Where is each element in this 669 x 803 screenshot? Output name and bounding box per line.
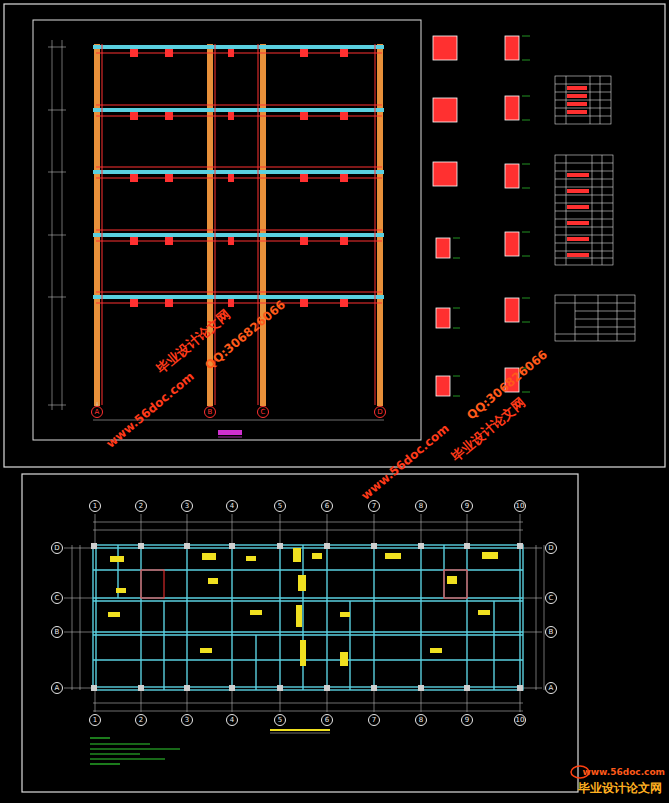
axis-number: 4	[230, 503, 234, 510]
axis-bubble: 2	[135, 714, 147, 726]
axis-bubble: 7	[368, 500, 380, 512]
axis-number: B	[549, 629, 554, 636]
axis-number: D	[377, 409, 382, 416]
axis-bubble: D	[374, 406, 386, 418]
axis-number: 8	[419, 503, 423, 510]
axis-bubble: C	[545, 592, 557, 604]
axis-bubble: B	[51, 626, 63, 638]
axis-number: 8	[419, 717, 423, 724]
axis-bubble: 10	[514, 714, 526, 726]
axis-bubble: 5	[274, 714, 286, 726]
axis-bubble: 4	[226, 500, 238, 512]
axis-bubble: 4	[226, 714, 238, 726]
axis-number: C	[261, 409, 266, 416]
axis-bubble: B	[545, 626, 557, 638]
axis-number: A	[549, 685, 554, 692]
axis-bubble: A	[545, 682, 557, 694]
axis-bubble: 3	[181, 500, 193, 512]
axis-number: A	[55, 685, 60, 692]
axis-bubble: 10	[514, 500, 526, 512]
axis-number: 9	[465, 503, 469, 510]
axis-bubble: C	[51, 592, 63, 604]
axis-bubble: 7	[368, 714, 380, 726]
axis-number: 9	[465, 717, 469, 724]
axis-number: 10	[516, 717, 525, 724]
axis-number: 5	[278, 503, 282, 510]
axis-number: 2	[139, 503, 143, 510]
axis-bubble: 5	[274, 500, 286, 512]
axis-number: 7	[372, 503, 376, 510]
axis-number: 6	[325, 717, 329, 724]
axis-bubble: 9	[461, 714, 473, 726]
axis-bubble: B	[204, 406, 216, 418]
axis-number: 10	[516, 503, 525, 510]
watermark-site: 毕业设计论文网	[152, 306, 233, 378]
watermark-url: www.56doc.com	[358, 421, 451, 503]
axis-bubble: 8	[415, 500, 427, 512]
axis-bubble: D	[545, 542, 557, 554]
logo-name: 毕业设计论文网	[578, 780, 662, 797]
axis-number: 1	[93, 503, 97, 510]
watermark-url: www.56doc.com	[103, 369, 196, 451]
axis-bubble: 9	[461, 500, 473, 512]
axis-bubble: 8	[415, 714, 427, 726]
axis-bubble: 2	[135, 500, 147, 512]
axis-bubble: A	[91, 406, 103, 418]
axis-number: 6	[325, 503, 329, 510]
axis-bubble: 3	[181, 714, 193, 726]
axis-number: 3	[185, 717, 189, 724]
axis-bubble: 6	[321, 714, 333, 726]
axis-bubble: 1	[89, 714, 101, 726]
axis-number: 4	[230, 717, 234, 724]
axis-number: 3	[185, 503, 189, 510]
axis-bubble: 1	[89, 500, 101, 512]
axis-number: D	[54, 545, 59, 552]
axis-number: B	[208, 409, 213, 416]
axis-number: A	[95, 409, 100, 416]
axis-number: 7	[372, 717, 376, 724]
axis-bubble: C	[257, 406, 269, 418]
axis-number: 2	[139, 717, 143, 724]
axis-bubble: A	[51, 682, 63, 694]
axis-bubble: D	[51, 542, 63, 554]
axis-number: B	[55, 629, 60, 636]
axis-number: C	[55, 595, 60, 602]
logo-url: www.56doc.com	[582, 767, 665, 777]
axis-number: D	[548, 545, 553, 552]
axis-number: 1	[93, 717, 97, 724]
axis-number: C	[549, 595, 554, 602]
axis-bubble: 6	[321, 500, 333, 512]
axis-number: 5	[278, 717, 282, 724]
